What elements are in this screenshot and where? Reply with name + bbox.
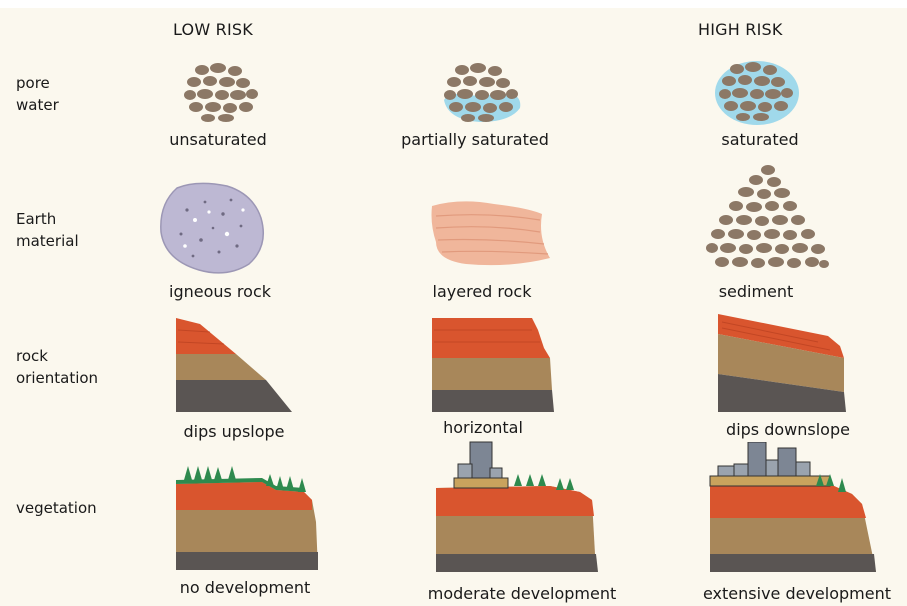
partially-saturated-pebbles-illustration [444, 63, 521, 122]
top-band [0, 0, 907, 8]
row-label-line: vegetation [16, 499, 97, 517]
caption-partially-saturated: partially saturated [401, 130, 549, 149]
caption-saturated: saturated [721, 130, 799, 149]
sediment-illustration [706, 165, 829, 268]
moderate-development-illustration [436, 441, 598, 572]
saturated-pebbles-illustration [715, 61, 799, 125]
extensive-development-illustration [709, 442, 876, 572]
row-label-earth-material: Earth material [16, 208, 79, 252]
caption-extensive-development: extensive development [702, 584, 892, 603]
layered-rock-illustration [431, 201, 550, 266]
caption-dips-upslope: dips upslope [183, 422, 285, 441]
row-label-pore-water: pore water [16, 72, 59, 116]
row-label-line: rock [16, 347, 48, 365]
unsaturated-pebbles-illustration [184, 63, 258, 122]
row-label-vegetation: vegetation [16, 497, 97, 519]
row-label-line: material [16, 232, 79, 250]
dips-downslope-illustration [718, 314, 846, 412]
caption-horizontal: horizontal [443, 418, 523, 437]
dips-upslope-illustration [176, 318, 292, 412]
igneous-rock-illustration [160, 182, 264, 274]
caption-no-development: no development [179, 578, 311, 597]
row-label-rock-orientation: rock orientation [16, 345, 98, 389]
caption-layered-rock: layered rock [432, 282, 532, 301]
caption-moderate-development: moderate development [427, 584, 617, 603]
caption-dips-downslope: dips downslope [726, 420, 850, 439]
caption-unsaturated: unsaturated [169, 130, 267, 149]
high-risk-header: HIGH RISK [698, 20, 783, 39]
row-label-line: water [16, 96, 59, 114]
no-development-illustration [176, 466, 318, 570]
row-label-line: orientation [16, 369, 99, 387]
row-label-line: Earth [16, 210, 57, 228]
caption-sediment: sediment [718, 282, 794, 301]
low-risk-header: LOW RISK [173, 20, 253, 39]
row-label-line: pore [16, 74, 50, 92]
horizontal-layers-illustration [432, 318, 554, 412]
caption-igneous-rock: igneous rock [168, 282, 272, 301]
